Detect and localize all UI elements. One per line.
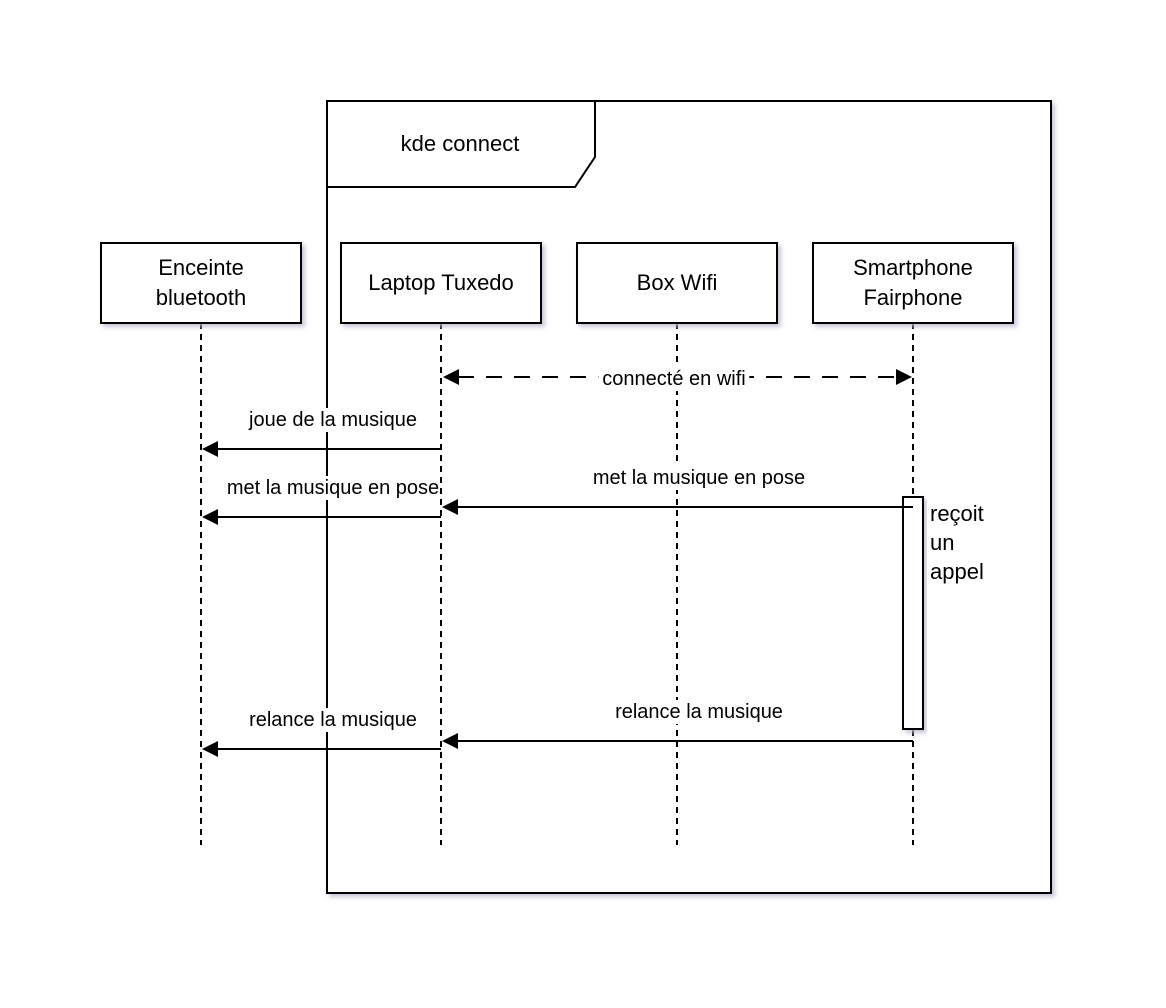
participant-box-speaker [100, 242, 302, 324]
participant-label-phone: Smartphone Fairphone [853, 255, 973, 310]
message-label-relance-phone-laptop: relance la musique [615, 700, 783, 724]
arrowhead [202, 741, 218, 757]
frame-label-tab [326, 100, 596, 188]
activation-note-label: reçoit un appel [930, 499, 984, 586]
participant-box-box [576, 242, 778, 324]
activation-bar-phone [902, 496, 924, 730]
arrowhead-right [896, 369, 912, 385]
arrowhead [202, 509, 218, 525]
message-label-pause-phone-laptop: met la musique en pose [592, 466, 806, 490]
arrowhead [442, 499, 458, 515]
message-label-joue-musique: joue de la musique [249, 408, 417, 432]
message-label-relance-laptop-speaker: relance la musique [249, 708, 417, 732]
arrowhead [442, 733, 458, 749]
participant-label-speaker: Enceinte bluetooth [155, 255, 247, 310]
message-label-connecte-wifi: connecté en wifi [598, 367, 750, 391]
participant-box-phone [812, 242, 1014, 324]
message-label-pause-laptop-speaker: met la musique en pose [226, 476, 440, 500]
participant-label-box: Box Wifi [636, 270, 718, 295]
arrowhead-left [443, 369, 459, 385]
participant-label-laptop: Laptop Tuxedo [368, 270, 514, 295]
frame-title: kde connect [400, 131, 520, 156]
frame-border [326, 100, 1052, 894]
arrowhead [202, 441, 218, 457]
participant-box-laptop [340, 242, 542, 324]
